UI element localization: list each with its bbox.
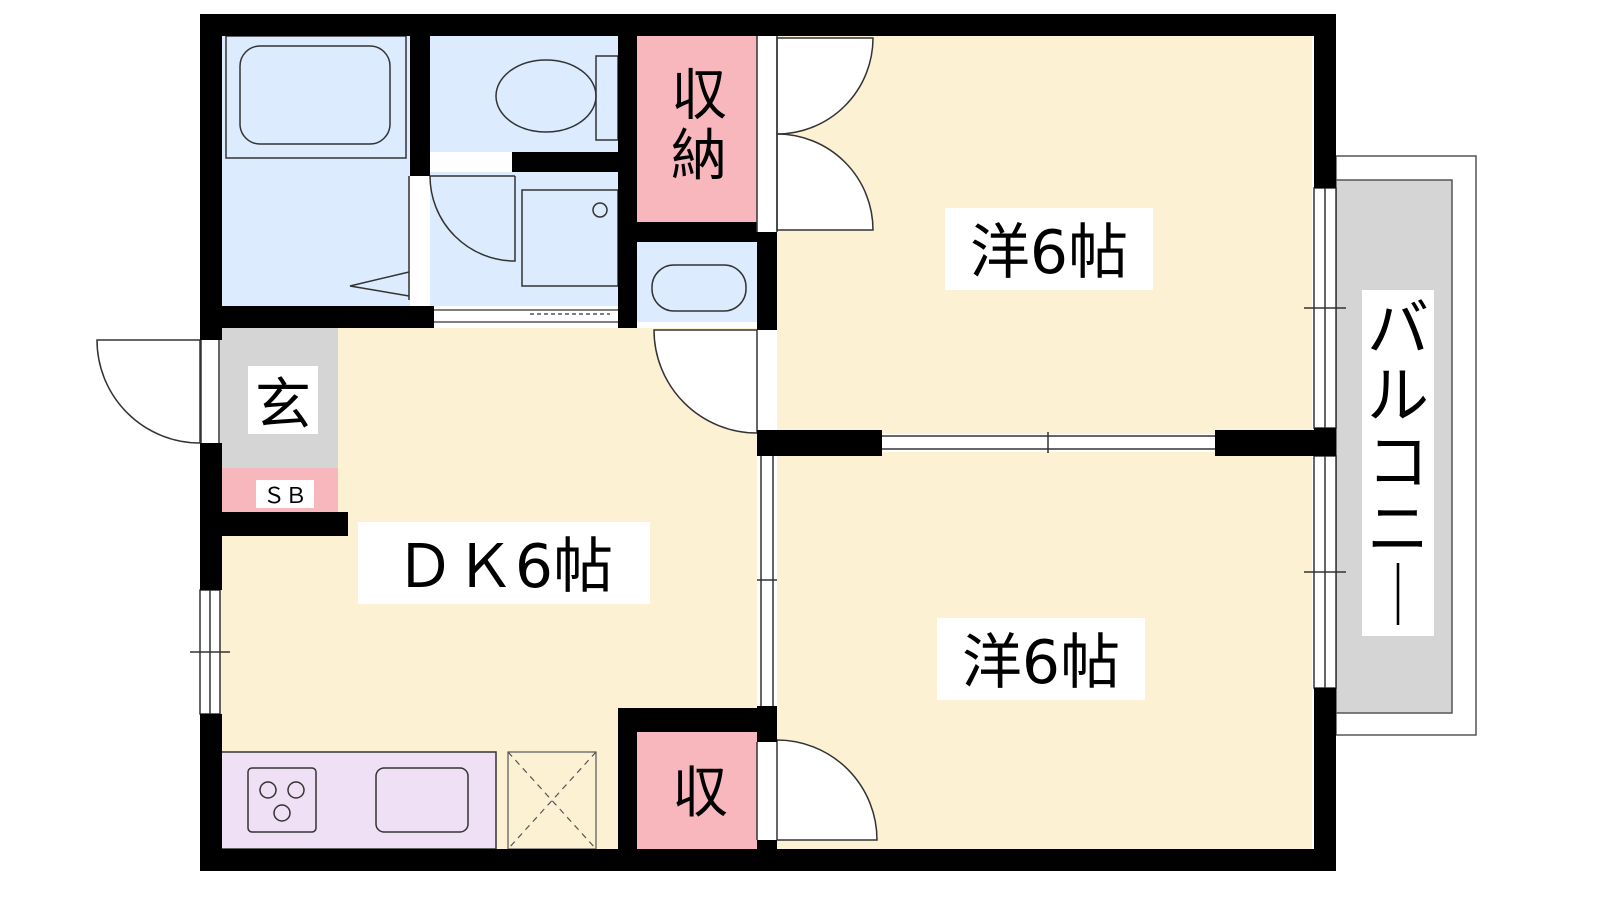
storage-1-door-icon-2 [776, 133, 874, 231]
walls [200, 14, 1336, 871]
sliding-door-western-rooms [882, 432, 1215, 453]
washroom-door-icon [429, 175, 516, 262]
sliding-door-dk [757, 456, 777, 706]
shoe-box-label-group: ＳＢ [256, 480, 314, 509]
stove-icon [247, 767, 317, 833]
storage-1-label-group: 収納 [671, 63, 727, 188]
western-room-2-label-group: 洋6帖 [937, 618, 1145, 700]
storage-1-door-icon [776, 37, 874, 135]
sink-icon [375, 767, 469, 833]
door-jambs [200, 36, 778, 840]
storage-2-area [637, 730, 757, 849]
washing-machine-pan-icon [651, 264, 747, 312]
western-room-2-label: 洋6帖 [962, 628, 1120, 698]
balcony-label-group: バルコニ｜ [1362, 290, 1434, 636]
entrance-door-icon [96, 339, 201, 444]
western-room-1-label: 洋6帖 [970, 218, 1128, 288]
western-room-1-label-group: 洋6帖 [945, 208, 1153, 290]
storage-2-door-icon [776, 739, 878, 841]
dining-kitchen-label-group: ＤＫ6帖 [358, 522, 650, 604]
storage-2-label: 収 [672, 761, 728, 826]
dining-kitchen-label: ＤＫ6帖 [395, 532, 613, 602]
laundry-area [637, 242, 757, 322]
balcony-label: バルコニ｜ [1367, 292, 1429, 633]
storage-1-label: 収納 [671, 63, 727, 188]
washroom-sliding-door [434, 309, 618, 323]
shoe-box-label: ＳＢ [263, 484, 307, 509]
bath-door-icon [349, 271, 410, 297]
entrance-label-group: 玄 [248, 366, 318, 438]
entrance-label: 玄 [255, 373, 311, 438]
bath-area [220, 34, 410, 306]
toilet-area [430, 34, 618, 152]
bathtub-inner [239, 45, 391, 145]
storage-1-area [637, 34, 757, 222]
washroom-area [430, 172, 618, 306]
kitchen-counter [219, 751, 497, 850]
room-door-icon [653, 329, 758, 434]
